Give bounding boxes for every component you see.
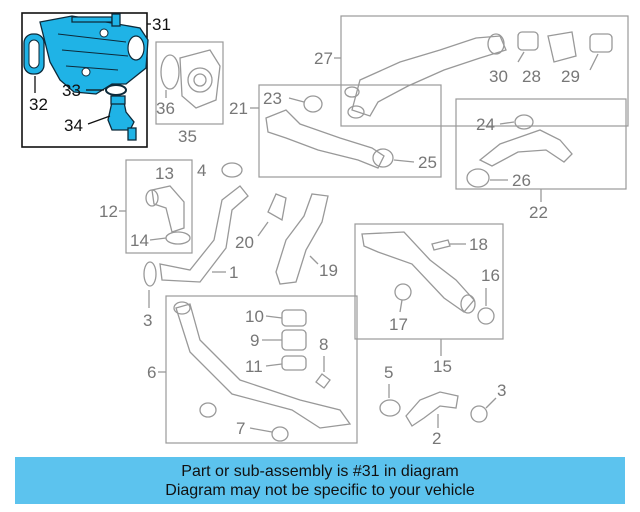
group-box-21 bbox=[258, 84, 442, 178]
callout-3a: 3 bbox=[143, 311, 152, 330]
gasket-36 bbox=[160, 54, 180, 90]
callout-24: 24 bbox=[476, 115, 495, 134]
callout-17: 17 bbox=[389, 315, 408, 334]
part-2-hose bbox=[405, 391, 459, 427]
part-1-hose bbox=[159, 185, 249, 283]
callout-34: 34 bbox=[64, 116, 83, 135]
callout-19: 19 bbox=[319, 261, 338, 280]
callout-31: 31 bbox=[152, 15, 171, 34]
bolt-18 bbox=[431, 239, 451, 251]
callout-20: 20 bbox=[235, 233, 254, 252]
callout-23: 23 bbox=[263, 89, 282, 108]
callout-2: 2 bbox=[432, 429, 441, 448]
clamp-25 bbox=[372, 148, 394, 168]
group-box-15 bbox=[354, 223, 504, 340]
part-20-bracket bbox=[267, 193, 287, 222]
callout-13: 13 bbox=[155, 164, 174, 183]
part-28-hose bbox=[547, 31, 577, 63]
part-17 bbox=[394, 283, 412, 301]
clamp-10 bbox=[281, 309, 307, 327]
callout-26: 26 bbox=[512, 171, 531, 190]
callout-11: 11 bbox=[245, 357, 263, 376]
callout-25: 25 bbox=[418, 153, 437, 172]
part-35 bbox=[179, 49, 221, 109]
callout-15: 15 bbox=[433, 357, 452, 376]
clamp-7 bbox=[271, 426, 289, 442]
part-30-clamp bbox=[517, 31, 539, 51]
callout-36: 36 bbox=[156, 99, 175, 118]
bolt-8 bbox=[315, 373, 331, 389]
part-27-pipe bbox=[351, 35, 507, 117]
seal-16 bbox=[477, 307, 495, 325]
callout-4: 4 bbox=[197, 161, 206, 180]
callout-6: 6 bbox=[147, 363, 156, 382]
clamp-14 bbox=[165, 231, 191, 245]
parts-diagram: 31 32 33 34 36 35 27 30 28 29 21 23 25 2… bbox=[21, 12, 629, 448]
callout-12: 12 bbox=[99, 202, 118, 221]
hose-9 bbox=[281, 329, 307, 351]
group-box-27 bbox=[340, 15, 629, 127]
callout-33: 33 bbox=[62, 81, 81, 100]
callout-9: 9 bbox=[250, 331, 259, 350]
callout-32: 32 bbox=[29, 95, 48, 114]
banner-line-2: Diagram may not be specific to your vehi… bbox=[165, 481, 475, 499]
clamp-24 bbox=[514, 114, 534, 130]
highlight-group-31[interactable] bbox=[21, 12, 149, 148]
group-box-35 bbox=[155, 41, 224, 125]
part-21-hose bbox=[265, 109, 385, 169]
part-29-clamp bbox=[589, 33, 613, 53]
group-box-12 bbox=[125, 159, 193, 254]
part-34-fitting bbox=[107, 101, 135, 131]
callout-27: 27 bbox=[314, 49, 333, 68]
part-22-hose bbox=[478, 129, 573, 167]
gasket-3 bbox=[143, 261, 157, 287]
callout-7: 7 bbox=[236, 419, 245, 438]
part-6-pipe bbox=[175, 303, 352, 429]
clamp-5 bbox=[379, 399, 401, 417]
callout-22: 22 bbox=[529, 203, 548, 222]
callout-35: 35 bbox=[178, 127, 197, 146]
callout-3b: 3 bbox=[497, 381, 506, 400]
part-19-pipe bbox=[275, 193, 329, 285]
callout-8: 8 bbox=[319, 335, 328, 354]
group-box-6 bbox=[165, 295, 358, 444]
gasket-3b bbox=[470, 405, 488, 423]
callout-5: 5 bbox=[384, 363, 393, 382]
callout-28: 28 bbox=[522, 67, 541, 86]
callout-10: 10 bbox=[245, 307, 264, 326]
clamp-4 bbox=[221, 162, 243, 178]
clamp-23 bbox=[303, 95, 323, 113]
info-banner: Part or sub-assembly is #31 in diagram D… bbox=[15, 457, 625, 504]
banner-line-1: Part or sub-assembly is #31 in diagram bbox=[181, 462, 459, 480]
callout-14: 14 bbox=[130, 231, 149, 250]
callout-21: 21 bbox=[229, 99, 248, 118]
callout-1: 1 bbox=[229, 263, 238, 282]
callout-16: 16 bbox=[481, 266, 500, 285]
clamp-26 bbox=[466, 168, 490, 188]
callout-29: 29 bbox=[561, 67, 580, 86]
callout-18: 18 bbox=[469, 235, 488, 254]
clamp-11 bbox=[281, 355, 307, 371]
callout-30: 30 bbox=[489, 67, 508, 86]
